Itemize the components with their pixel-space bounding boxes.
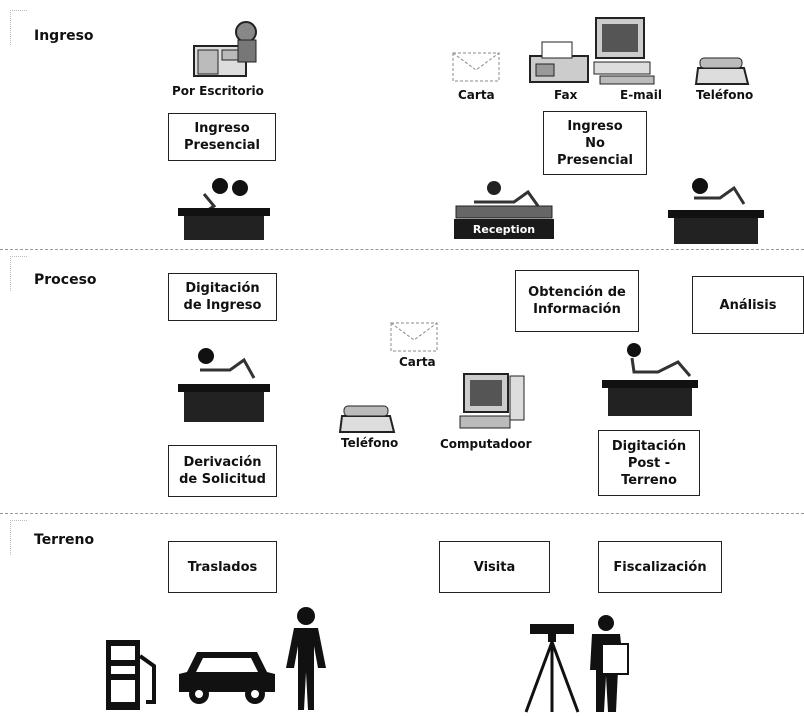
box-digitacion-ingreso: Digitación de Ingreso: [168, 273, 277, 321]
label-carta: Carta: [458, 88, 495, 102]
box-fiscalizacion: Fiscalización: [598, 541, 722, 593]
label-email: E-mail: [620, 88, 663, 102]
person-icon: [286, 607, 326, 710]
box-ingreso-no-presencial: Ingreso No Presencial: [543, 111, 647, 175]
section-label-proceso: Proceso: [34, 272, 97, 288]
box-derivacion-solicitud: Derivación de Solicitud: [168, 445, 277, 497]
fax-icon: [529, 41, 589, 83]
label-computador: Computadoor: [440, 437, 532, 451]
office-worker-icon: [602, 343, 698, 416]
envelope-icon: [390, 322, 438, 352]
section-marker: [10, 10, 27, 45]
telephone-icon: [694, 57, 750, 85]
box-digitacion-post-terreno: Digitación Post - Terreno: [598, 430, 700, 496]
box-visita: Visita: [439, 541, 550, 593]
box-traslados: Traslados: [168, 541, 277, 593]
computer-icon: [593, 17, 655, 85]
office-worker-icon: [178, 348, 270, 422]
surveyor-tripod-icon: [524, 624, 580, 713]
office-worker-icon: [178, 178, 270, 240]
car-icon: [179, 652, 275, 704]
office-worker-icon: [668, 178, 764, 244]
box-ingreso-presencial: Ingreso Presencial: [168, 113, 276, 161]
reception-sign: Reception: [454, 219, 554, 239]
computer-icon: [459, 373, 525, 429]
section-divider: [0, 513, 804, 514]
reception-desk-icon: [455, 181, 553, 219]
desk-clerk-icon: [193, 21, 257, 77]
box-obtencion-informacion: Obtención de Información: [515, 270, 639, 332]
section-label-ingreso: Ingreso: [34, 28, 94, 44]
telephone-icon: [338, 405, 396, 433]
label-fax: Fax: [554, 88, 578, 102]
label-telefono: Teléfono: [696, 88, 754, 102]
inspector-icon: [590, 615, 629, 712]
label-proceso-telefono: Teléfono: [341, 436, 399, 450]
section-marker: [10, 520, 27, 555]
box-analisis: Análisis: [692, 276, 804, 334]
envelope-icon: [452, 52, 500, 82]
section-marker: [10, 256, 27, 291]
gas-pump-icon: [106, 640, 156, 710]
label-proceso-carta: Carta: [399, 355, 436, 369]
label-por-escritorio: Por Escritorio: [172, 84, 264, 98]
section-divider: [0, 249, 804, 250]
section-label-terreno: Terreno: [34, 532, 95, 548]
